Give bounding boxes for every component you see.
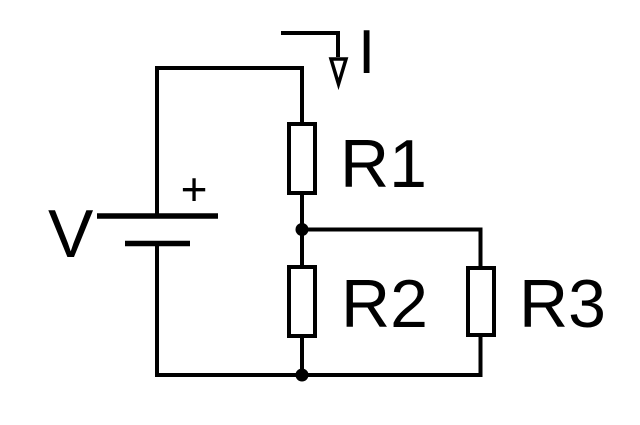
wire-bottom-loop (155, 243, 483, 377)
junction-dot-bottom (295, 368, 309, 382)
current-arrow-line (281, 31, 340, 57)
current-label: I (358, 18, 375, 87)
voltage-source-label: V (48, 196, 94, 272)
wires (155, 66, 483, 377)
junction-dot-top (295, 223, 309, 236)
resistor-r2-label: R2 (341, 266, 428, 342)
resistor-r3-body (466, 266, 496, 337)
resistor-r1-label: R1 (340, 126, 427, 202)
wire-top-left-loop (155, 66, 304, 218)
resistor-r2: R2 (287, 265, 428, 342)
resistor-r1-body (287, 122, 317, 195)
resistor-r2-body (287, 265, 317, 338)
current-arrowhead-icon (328, 57, 349, 91)
current-indicator: I (281, 18, 375, 91)
polarity-plus-label: + (181, 163, 208, 215)
resistor-r3-label: R3 (519, 266, 606, 342)
resistor-r1: R1 (287, 122, 427, 202)
voltage-source: V + (48, 163, 218, 272)
resistor-r3: R3 (466, 266, 606, 342)
wire-parallel-branch (302, 227, 483, 270)
